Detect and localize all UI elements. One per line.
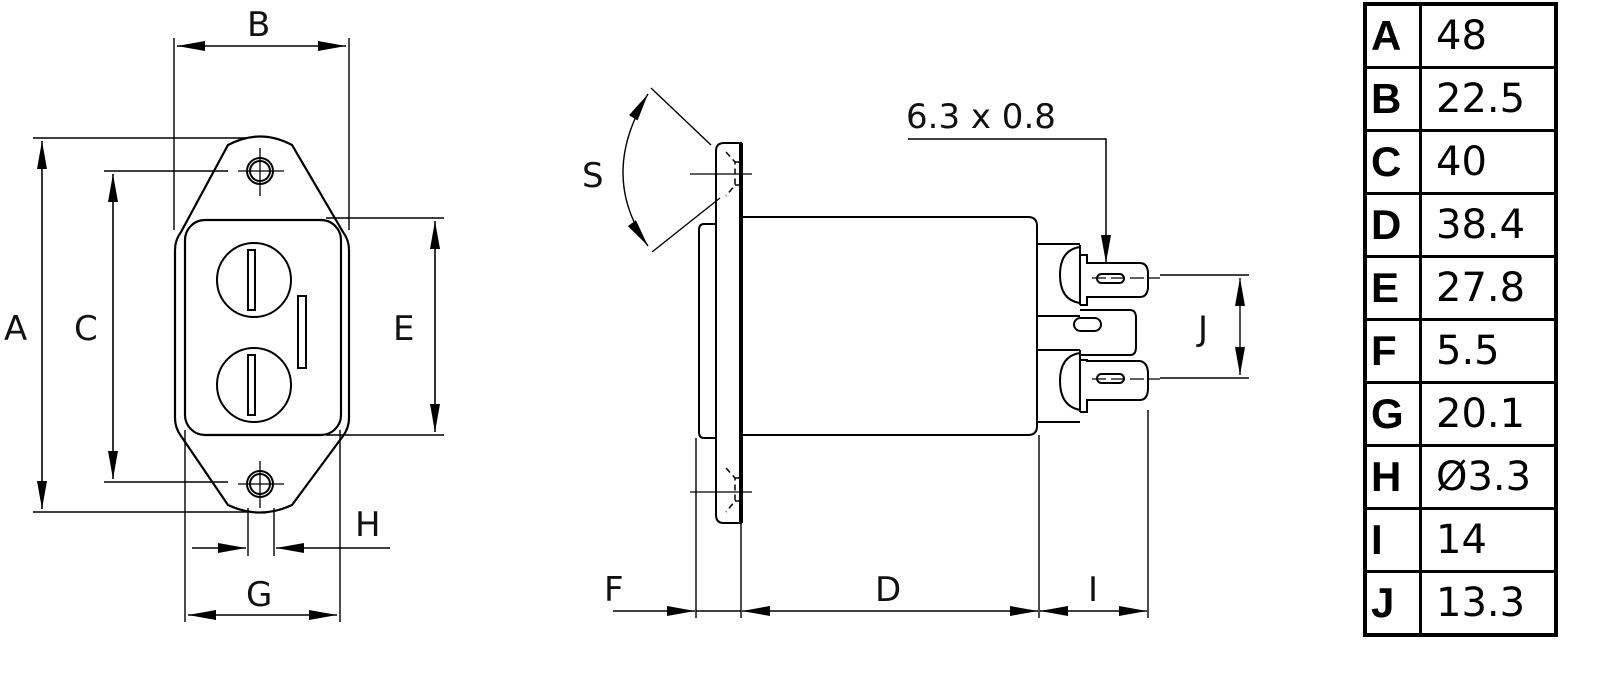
pin-circle-top [216,242,292,318]
label-E: E [393,309,414,349]
callout-leader [908,138,1111,263]
filter-body [741,216,1038,436]
dim-key: H [1363,444,1422,510]
pin-circle-bottom [216,347,292,423]
dim-key: J [1363,570,1422,637]
dim-key: G [1363,381,1422,447]
dim-key: B [1363,66,1422,132]
terminal-block [1037,243,1080,423]
dim-key: E [1363,255,1422,321]
dim-value: 14 [1419,507,1558,573]
technical-drawing: A C B E G H [4,5,1249,622]
label-J: J [1196,309,1208,349]
pin-top [247,249,256,311]
front-view-labels: A C B E G H [4,5,414,615]
label-F: F [604,570,624,610]
dim-key: D [1363,192,1422,258]
terminal-top [1058,245,1081,305]
dim-arc-S [622,93,649,247]
label-B: B [247,5,270,45]
label-C: C [74,309,98,349]
dim-value: 27.8 [1419,255,1558,321]
front-view [33,38,444,622]
dim-value: 40 [1419,129,1558,195]
dim-value: 5.5 [1419,318,1558,384]
label-D: D [875,570,901,610]
flange-outline [173,135,351,514]
label-A: A [4,309,27,349]
dim-value: 20.1 [1419,381,1558,447]
dim-value: 48 [1419,2,1558,69]
dim-value: 22.5 [1419,66,1558,132]
label-H: H [355,505,381,545]
dim-key: A [1363,2,1422,69]
front-lip [698,223,716,439]
label-S: S [582,156,604,196]
side-view-labels: S 6.3 x 0.8 J F D I [582,97,1208,610]
terminal-bottom [1058,351,1081,412]
dim-value: Ø3.3 [1419,444,1558,510]
terminal-middle [1080,309,1137,356]
dim-value: 38.4 [1419,192,1558,258]
dim-value: 13.3 [1419,570,1558,637]
dim-key: I [1363,507,1422,573]
terminal-size-callout: 6.3 x 0.8 [906,97,1056,137]
side-view [613,87,1249,618]
label-I: I [1088,570,1098,610]
label-G: G [246,575,272,615]
dim-key: F [1363,318,1422,384]
flange-plate [715,142,742,524]
socket-body [183,218,343,437]
ground-pin [297,295,307,369]
pin-bottom [247,354,256,416]
dim-key: C [1363,129,1422,195]
